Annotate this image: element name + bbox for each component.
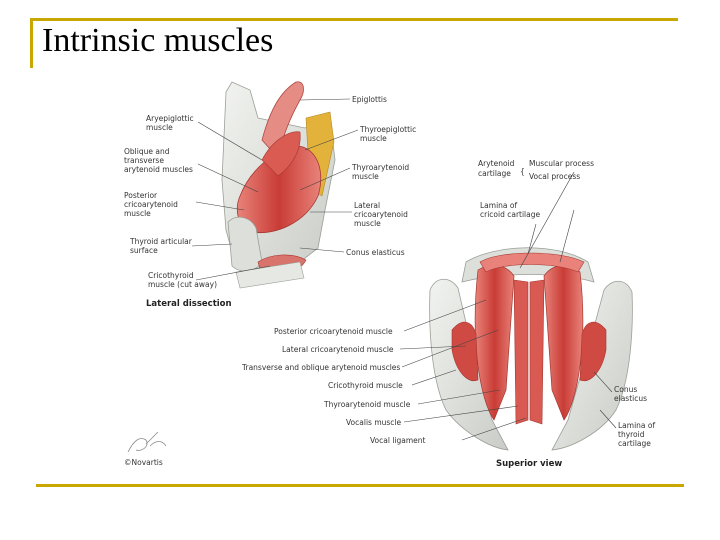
frame-top-line <box>30 18 678 21</box>
lateral-muscle-upper <box>261 131 301 177</box>
artist-signature: ©Novartis <box>124 431 167 467</box>
label-posterior-3: muscle <box>124 209 151 218</box>
superior-view-drawing <box>429 247 633 451</box>
label-oblique-1: Oblique and <box>124 147 170 156</box>
trachea-ring <box>235 261 305 289</box>
label-thyroarytenoid-2: muscle <box>352 172 379 181</box>
label-thyroarytenoid: Thyroarytenoid muscle <box>323 400 411 409</box>
label-vocal-ligament: Vocal ligament <box>370 436 426 445</box>
frame-left-line <box>30 18 33 68</box>
caption-superior-view: Superior view <box>496 459 562 469</box>
superior-labels: Arytenoid cartilage { Muscular process V… <box>241 159 655 469</box>
label-posterior-ca: Posterior cricoarytenoid muscle <box>274 327 393 336</box>
label-posterior-1: Posterior <box>124 191 158 200</box>
label-conus-elasticus: Conus elasticus <box>346 248 405 257</box>
label-thyroepiglottic-1: Thyroepiglottic <box>359 125 416 134</box>
label-aryepiglottic-1: Aryepiglottic <box>146 114 194 123</box>
label-aryepiglottic-2: muscle <box>146 123 173 132</box>
arytenoid-top <box>479 252 585 273</box>
label-muscular-process: Muscular process <box>529 159 594 168</box>
lateral-labels: Epiglottis Aryepiglottic muscle Thyroepi… <box>124 95 416 309</box>
label-posterior-2: cricoarytenoid <box>124 200 178 209</box>
label-arytenoid-2: cartilage <box>478 169 511 178</box>
lateral-dissection-drawing <box>221 81 336 289</box>
label-lateral-ca-1: Lateral <box>354 201 380 210</box>
leader-lines <box>191 98 617 441</box>
label-lateral-ca-2: cricoarytenoid <box>354 210 408 219</box>
label-cricothyroid-1: Cricothyroid <box>148 271 194 280</box>
vocalis-right <box>529 279 545 425</box>
label-transverse-oblique: Transverse and oblique arytenoid muscles <box>241 363 400 372</box>
label-cricothyroid: Cricothyroid muscle <box>328 381 403 390</box>
label-lateral-ca: Lateral cricoarytenoid muscle <box>282 345 394 354</box>
label-vocalis: Vocalis muscle <box>346 418 401 427</box>
label-lateral-ca-3: muscle <box>354 219 381 228</box>
label-thyroepiglottic-2: muscle <box>360 134 387 143</box>
label-arytenoid-1: Arytenoid <box>478 159 515 168</box>
frame-bottom-line <box>36 484 684 487</box>
label-conus-1: Conus <box>614 385 637 394</box>
label-vocal-process: Vocal process <box>529 172 580 181</box>
label-oblique-2: transverse <box>124 156 164 165</box>
brace-glyph: { <box>520 167 525 176</box>
lateral-muscle-left <box>451 321 479 382</box>
label-lamina-cricoid-2: cricoid cartilage <box>480 210 540 219</box>
label-thyroarytenoid-1: Thyroarytenoid <box>351 163 409 172</box>
label-lamina-thyroid-1: Lamina of <box>618 421 655 430</box>
label-lamina-cricoid-1: Lamina of <box>480 201 517 210</box>
label-epiglottis: Epiglottis <box>352 95 387 104</box>
label-cricothyroid-2: muscle (cut away) <box>148 280 217 289</box>
label-thyroid-articular-1: Thyroid articular <box>129 237 193 246</box>
label-oblique-3: arytenoid muscles <box>124 165 193 174</box>
lateral-muscle-right <box>579 321 607 382</box>
epiglottis-shape <box>261 81 304 159</box>
label-thyroid-articular-2: surface <box>130 246 158 255</box>
label-lamina-thyroid-3: cartilage <box>618 439 651 448</box>
slide-title: Intrinsic muscles <box>42 22 274 59</box>
signature-text: ©Novartis <box>124 458 163 467</box>
label-conus-2: elasticus <box>614 394 647 403</box>
label-lamina-thyroid-2: thyroid <box>618 430 645 439</box>
caption-lateral-dissection: Lateral dissection <box>146 299 232 309</box>
vocalis-left <box>513 279 529 425</box>
